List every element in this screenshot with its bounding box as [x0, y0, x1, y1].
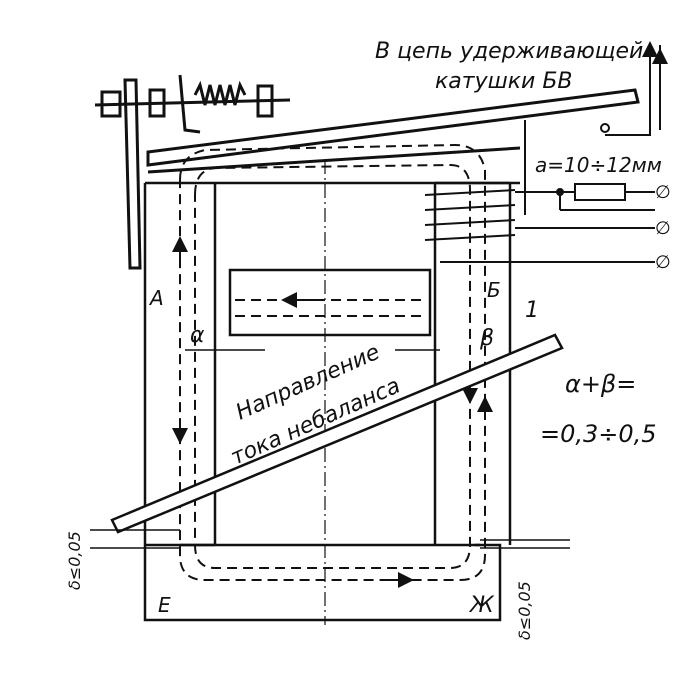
spring — [193, 80, 247, 106]
label-A: А — [148, 286, 164, 310]
flux-path-inner — [194, 163, 471, 569]
bracket — [178, 74, 201, 134]
delta-right-label: δ≤0,05 — [515, 581, 534, 640]
unbalance-bar — [110, 333, 564, 534]
junction-dot — [556, 188, 564, 196]
contact — [600, 123, 610, 133]
resistor — [574, 183, 626, 201]
armature — [146, 88, 640, 167]
flux-path-outer — [179, 143, 486, 581]
label-Zh: Ж — [468, 593, 495, 618]
caption-line-1: В цепь удерживающей — [375, 39, 643, 64]
terminal-3: ∅ — [655, 252, 671, 273]
coil-turn-3 — [424, 219, 516, 226]
core-left-leg — [143, 183, 502, 622]
nut-1 — [100, 90, 122, 118]
label-1: 1 — [525, 298, 539, 323]
formula-line-2: =0,3÷0,5 — [540, 420, 657, 448]
nut-3 — [256, 84, 274, 118]
wire-top — [605, 45, 651, 136]
label-beta: β — [479, 326, 494, 351]
coil-turn-2 — [424, 204, 516, 211]
terminal-2: ∅ — [655, 218, 671, 239]
pivot-plate — [123, 78, 142, 270]
coil-turn-4 — [424, 234, 516, 241]
magnetic-shunt — [228, 268, 432, 337]
caption-line-2: катушки БВ — [435, 69, 573, 94]
nut-2 — [148, 88, 166, 118]
label-alpha: α — [190, 323, 205, 348]
label-B: Б — [487, 278, 501, 302]
terminal-1: ∅ — [655, 182, 671, 203]
armature-lower — [147, 146, 521, 174]
label-E: Е — [158, 593, 171, 617]
gap-label: a=10÷12мм — [535, 153, 662, 177]
formula-line-1: α+β= — [565, 370, 636, 398]
delta-left-label: δ≤0,05 — [65, 531, 84, 590]
coil-turn-1 — [424, 189, 516, 196]
